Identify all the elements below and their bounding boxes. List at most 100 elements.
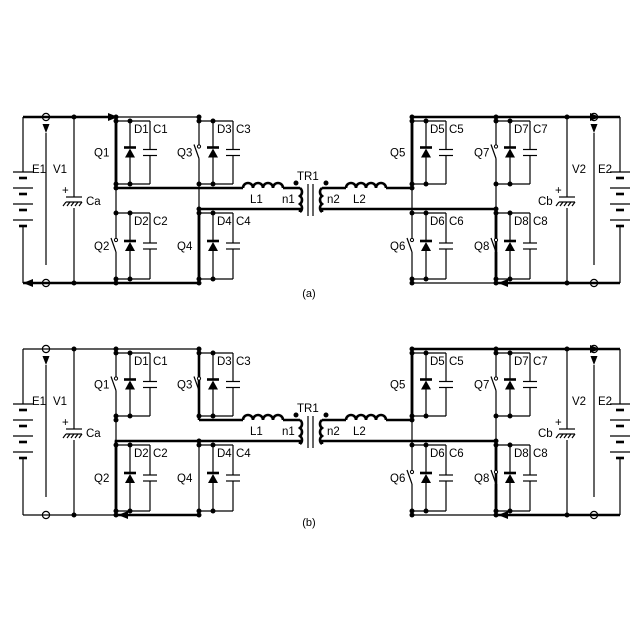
label-D8: D8 — [514, 448, 529, 460]
label-C8: C8 — [533, 448, 548, 460]
battery-E1 — [13, 117, 33, 283]
junction-dot — [128, 211, 133, 216]
switch-Q8: D8C8Q8 — [474, 209, 548, 283]
label-n2: n2 — [327, 194, 340, 206]
arrow-head — [43, 124, 50, 133]
label-E1: E1 — [32, 396, 46, 408]
label-C6: C6 — [449, 216, 464, 228]
hatch — [75, 202, 78, 206]
switch-Q1: D1C1Q1 — [94, 349, 168, 420]
inductor-L1 — [243, 183, 283, 188]
current-path — [23, 117, 243, 188]
polarity-dot — [324, 413, 329, 418]
switch-Q1: D1C1Q1 — [94, 117, 168, 188]
label-E2: E2 — [598, 164, 612, 176]
diode-triangle — [421, 474, 431, 483]
inductor-L2 — [346, 415, 386, 420]
hatch — [572, 202, 575, 206]
junction-dot — [565, 513, 570, 518]
junction-dot — [197, 414, 202, 419]
capacitor-Ca: + — [62, 417, 82, 438]
inductor-L2 — [346, 183, 386, 188]
switch-contact — [114, 238, 117, 241]
label-E2: E2 — [598, 396, 612, 408]
switch-contact — [410, 470, 413, 473]
voltage-arrow-V2 — [591, 124, 598, 265]
junction-dot — [494, 347, 499, 352]
switch-contact — [410, 238, 413, 241]
label-Q1: Q1 — [94, 380, 109, 392]
junction-dot — [565, 115, 570, 120]
arrow-head — [118, 511, 128, 519]
junction-dot — [128, 351, 133, 356]
diode-triangle — [208, 474, 218, 483]
diode-triangle — [208, 242, 218, 251]
label-C4: C4 — [236, 448, 251, 460]
label-Cb: Cb — [538, 428, 553, 440]
junction-dot — [128, 509, 133, 514]
hatch — [564, 434, 567, 438]
junction-dot — [114, 211, 119, 216]
label-D4: D4 — [217, 448, 232, 460]
switch-contact — [494, 145, 497, 148]
inductor-L1 — [243, 415, 283, 420]
current-path — [386, 117, 620, 188]
label-n1: n1 — [282, 426, 295, 438]
junction-dot — [508, 509, 513, 514]
diode-triangle — [505, 242, 515, 251]
switch-Q2: D2C2Q2 — [94, 209, 168, 283]
junction-dot — [197, 439, 202, 444]
junction-dot — [197, 207, 202, 212]
label-D7: D7 — [514, 124, 529, 136]
polarity-dot — [294, 413, 299, 418]
voltage-arrow-V2 — [591, 356, 598, 497]
switch-contact — [197, 377, 200, 380]
junction-dot — [410, 281, 415, 286]
junction-dot — [72, 115, 77, 120]
label-n2: n2 — [327, 426, 340, 438]
switch-contact — [494, 238, 497, 241]
battery-E2 — [610, 349, 630, 515]
junction-dot — [424, 182, 429, 187]
diode-triangle — [208, 381, 218, 390]
hatch — [79, 434, 82, 438]
hatch — [572, 434, 575, 438]
current-path — [386, 349, 620, 420]
hatch — [79, 202, 82, 206]
junction-dot — [410, 418, 415, 423]
plus-sign: + — [555, 417, 562, 429]
switch-Q6: D6C6Q6 — [390, 441, 464, 515]
label-D1: D1 — [134, 124, 149, 136]
junction-dot — [410, 186, 415, 191]
junction-dot — [424, 443, 429, 448]
hatch — [67, 434, 70, 438]
label-V1: V1 — [53, 396, 67, 408]
arrow-head — [498, 279, 508, 287]
switch-Q5: D5C5Q5 — [390, 349, 464, 420]
junction-dot — [211, 443, 216, 448]
junction-dot — [211, 119, 216, 124]
junction-dot — [114, 443, 119, 448]
battery-E1 — [13, 349, 33, 515]
junction-dot — [565, 347, 570, 352]
label-D1: D1 — [134, 356, 149, 368]
junction-dot — [508, 277, 513, 282]
diode-triangle — [125, 474, 135, 483]
switch-contact — [197, 145, 200, 148]
switch-Q3: D3C3Q3 — [177, 349, 251, 420]
junction-dot — [508, 351, 513, 356]
polarity-dot — [324, 181, 329, 186]
label-D3: D3 — [217, 356, 232, 368]
switch-contact — [494, 377, 497, 380]
label-Q3: Q3 — [177, 148, 192, 160]
label-L2: L2 — [353, 194, 366, 206]
label-Q6: Q6 — [390, 473, 405, 485]
junction-dot — [114, 513, 119, 518]
plus-sign: + — [62, 185, 69, 197]
label-C2: C2 — [153, 216, 168, 228]
label-Q2: Q2 — [94, 241, 109, 253]
junction-dot — [410, 513, 415, 518]
label-Q8: Q8 — [474, 473, 489, 485]
hatch — [560, 202, 563, 206]
